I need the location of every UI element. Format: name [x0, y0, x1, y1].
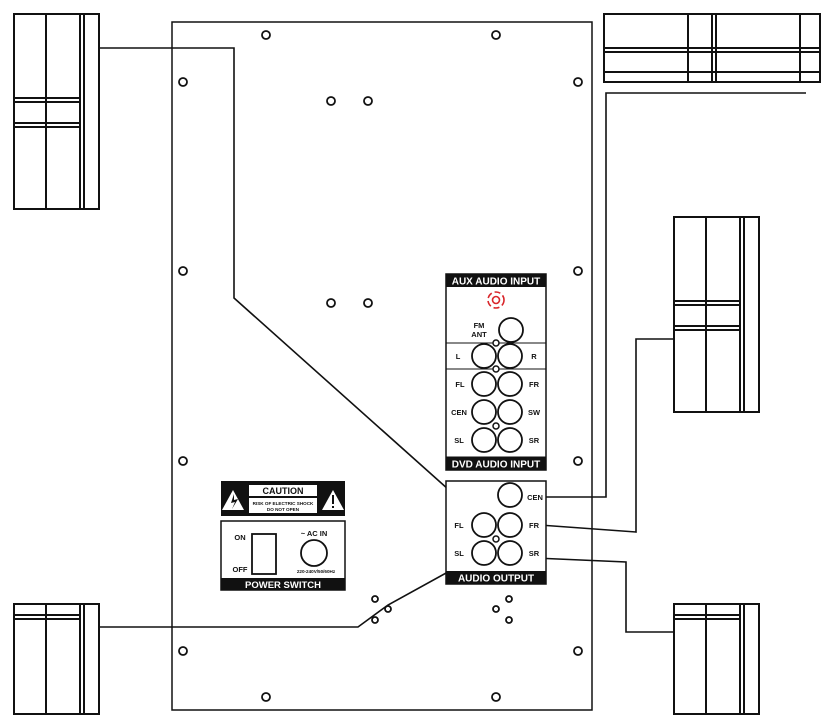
dvd-fl-label: FL — [455, 380, 465, 389]
output-sl-jack — [471, 540, 497, 566]
screw-hole — [573, 646, 583, 656]
screw-hole — [573, 266, 583, 276]
screw-hole — [178, 456, 188, 466]
speaker-front-right — [673, 216, 760, 413]
dvd-sw-label: SW — [528, 408, 541, 417]
screw-holes — [178, 30, 583, 702]
speaker-surround-right — [673, 603, 760, 715]
power-panel: ON OFF ~ AC IN 220-240V/50/60Hz POWER SW… — [220, 520, 346, 591]
wire-fl — [100, 47, 487, 524]
screw-hole — [505, 595, 513, 603]
caution-line-1: RISK OF ELECTRIC SHOCK — [253, 501, 314, 506]
screw-hole — [363, 96, 373, 106]
output-cen-jack — [497, 482, 523, 508]
output-cen-label: CEN — [527, 493, 543, 502]
speaker-center — [603, 13, 821, 83]
speaker-wires — [100, 47, 806, 633]
power-switch — [251, 533, 277, 575]
dvd-sr-jack — [497, 427, 523, 453]
output-fl-jack — [471, 512, 497, 538]
output-panel: CEN FL FR SL SR AUDIO OUTPUT — [445, 480, 547, 585]
ac-inlet — [300, 539, 328, 567]
output-sr-label: SR — [529, 549, 540, 558]
aux-title: AUX AUDIO INPUT — [452, 277, 541, 288]
aux-left-jack — [471, 343, 497, 369]
screw-hole — [371, 595, 379, 603]
dvd-sw-jack — [497, 399, 523, 425]
fm-ant-label-line2: ANT — [471, 330, 487, 339]
output-fr-jack — [497, 512, 523, 538]
dvd-cen-jack — [471, 399, 497, 425]
caution-title: CAUTION — [263, 486, 304, 496]
dvd-fr-jack — [497, 371, 523, 397]
screw-hole — [491, 692, 501, 702]
power-title: POWER SWITCH — [245, 580, 321, 591]
input-panel: AUX AUDIO INPUT FM ANT L R FL FR CEN SW … — [445, 273, 547, 471]
screw-hole — [371, 616, 379, 624]
power-on-label: ON — [234, 533, 245, 542]
aux-title-bar — [446, 274, 546, 287]
dvd-sl-jack — [471, 427, 497, 453]
fm-antenna-jack — [498, 317, 524, 343]
screw-hole — [573, 456, 583, 466]
aux-right-jack — [497, 343, 523, 369]
output-fr-label: FR — [529, 521, 540, 530]
caution-label: CAUTION RISK OF ELECTRIC SHOCK DO NOT OP… — [221, 481, 345, 516]
dvd-sr-label: SR — [529, 436, 540, 445]
output-sl-label: SL — [454, 549, 464, 558]
screw-hole — [492, 605, 500, 613]
power-title-bar — [221, 578, 345, 590]
dvd-title: DVD AUDIO INPUT — [452, 460, 541, 471]
dvd-fl-jack — [471, 371, 497, 397]
output-sr-jack — [497, 540, 523, 566]
wire-sl — [100, 550, 487, 628]
screw-hole — [261, 692, 271, 702]
dvd-title-bar — [446, 457, 546, 470]
wire-fr — [511, 338, 674, 533]
speaker-surround-left — [13, 603, 100, 715]
screw-hole — [491, 30, 501, 40]
screw-hole — [326, 96, 336, 106]
screw-hole — [573, 77, 583, 87]
fm-ant-label: FM — [474, 321, 485, 330]
screw-hole — [261, 30, 271, 40]
output-title: AUDIO OUTPUT — [458, 574, 534, 585]
screw-hole — [505, 616, 513, 624]
dvd-sl-label: SL — [454, 436, 464, 445]
screw-hole — [363, 298, 373, 308]
highlight-indicator-icon — [487, 291, 505, 309]
output-title-bar — [446, 571, 546, 584]
screw-hole — [326, 298, 336, 308]
dvd-fr-label: FR — [529, 380, 540, 389]
output-fl-label: FL — [454, 521, 464, 530]
wire-sr — [511, 556, 674, 633]
aux-right-label: R — [531, 352, 537, 361]
ac-in-label: ~ AC IN — [301, 529, 328, 538]
caution-line-2: DO NOT OPEN — [267, 507, 300, 512]
screw-hole — [384, 605, 392, 613]
speaker-front-left — [13, 13, 100, 210]
power-off-label: OFF — [233, 565, 248, 574]
aux-left-label: L — [456, 352, 461, 361]
wire-cen — [512, 92, 806, 498]
screw-hole — [178, 77, 188, 87]
ac-rating-label: 220-240V/50/60Hz — [297, 569, 336, 574]
screw-hole — [178, 266, 188, 276]
dvd-cen-label: CEN — [451, 408, 467, 417]
screw-hole — [178, 646, 188, 656]
